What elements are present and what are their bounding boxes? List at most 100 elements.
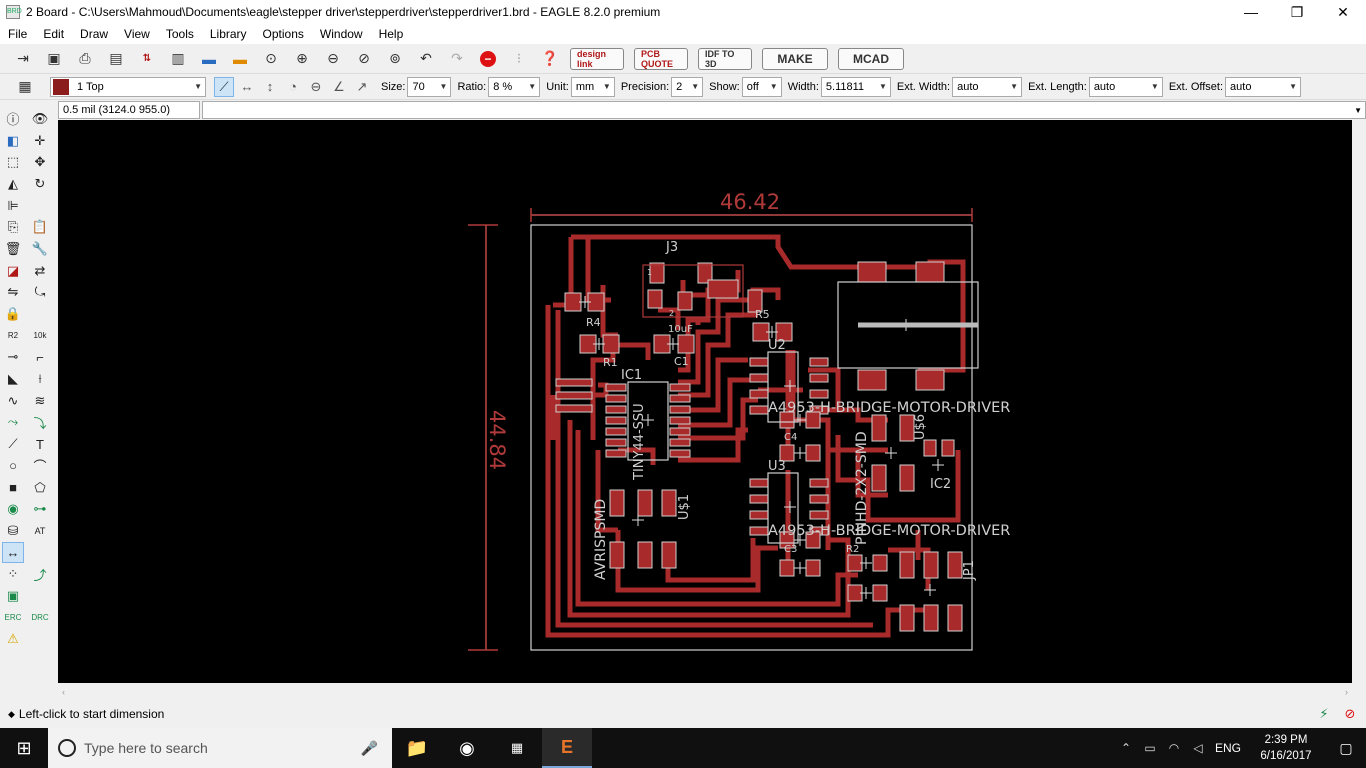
minimize-button[interactable]: — [1244,4,1258,20]
replace-icon[interactable]: ⇄ [34,262,46,278]
rectangle-icon[interactable]: ■ [9,480,17,496]
cam-icon[interactable]: ▤ [109,50,123,66]
maximize-button[interactable]: ❐ [1290,3,1304,20]
redo-icon[interactable]: ↷ [451,50,463,66]
zoom-fit-icon[interactable]: ⊙ [265,50,277,66]
tray-expand-icon[interactable]: ⌃ [1120,741,1132,755]
clock[interactable]: 2:39 PM 6/16/2017 [1246,732,1326,764]
notification-icon[interactable]: ▢ [1339,739,1353,756]
ulp-icon[interactable]: ▬ [233,50,247,67]
ratsnest-icon[interactable]: ⛁ [7,522,19,538]
zoom-in-icon[interactable]: ⊕ [296,50,308,66]
undo-icon[interactable]: ↶ [420,50,432,66]
paste-icon[interactable]: 📋 [31,219,49,235]
meander-icon[interactable]: ∿ [7,392,19,408]
volume-icon[interactable]: ◁ [1193,741,1203,755]
width-select[interactable]: 5.11811▼ [820,76,891,97]
menu-view[interactable]: View [124,27,150,41]
chrome-icon[interactable]: ◉ [459,737,475,758]
ripup-icon[interactable]: ⌐ [36,349,44,365]
layer-select[interactable]: 1 Top ▼ [50,76,206,97]
show-eye-icon[interactable]: 👁 [31,110,49,126]
file-explorer-icon[interactable]: 📁 [405,737,429,758]
arc-icon[interactable]: ⌒ [33,459,47,475]
menu-help[interactable]: Help [378,27,404,41]
dimension-angle-icon[interactable]: ∠ [333,78,345,94]
dimension-tool-icon[interactable]: ↔ [2,541,24,564]
open-icon[interactable]: ⇥ [17,50,29,66]
diff-pair-icon[interactable]: ≋ [34,392,46,408]
wifi-icon[interactable]: ◠ [1168,741,1180,755]
microphone-icon[interactable]: 🎤 [360,739,378,756]
windows-start-icon[interactable]: ⊞ [16,737,32,758]
horizontal-scrollbar[interactable]: ‹ › [58,683,1352,700]
name-icon[interactable]: R2 [7,331,19,341]
dimension-radius-icon[interactable]: ◔ [289,79,297,94]
ratio-select[interactable]: 8 %▼ [488,76,541,97]
signal-icon[interactable]: ⊶ [33,501,47,517]
rotate-icon[interactable]: ↻ [34,175,46,191]
autorouter-icon[interactable]: ⤳ [7,414,19,430]
board-canvas[interactable]: J3 R4 R1 R5 C1 10uF IC1 TINY44-SSU U$1 U… [58,120,1352,683]
miter-icon[interactable]: ◣ [8,371,18,387]
ext-offset-select[interactable]: auto▼ [1225,76,1302,97]
smash-icon[interactable]: ⤿ [34,284,46,300]
dimension-vertical-icon[interactable]: ↕ [266,79,274,94]
script-icon[interactable]: ▬ [202,50,216,67]
circle-icon[interactable]: ○ [9,458,17,474]
eagle-taskbar-icon[interactable]: E [542,728,592,768]
ext-width-select[interactable]: auto▼ [952,76,1023,97]
battery-icon[interactable]: ▭ [1144,741,1156,755]
move-icon[interactable]: ✥ [34,154,46,170]
idf-to-3d-button[interactable]: IDF TO 3D [698,47,752,70]
split-icon[interactable]: ⇋ [7,284,19,300]
polygon-icon[interactable]: ⬠ [34,479,46,495]
optimize-icon[interactable]: ⟊ [38,371,42,387]
zoom-select-icon[interactable]: ⊚ [389,50,401,66]
drc-icon[interactable]: DRC [31,613,49,623]
dimension-horizontal-icon[interactable]: ↔ [240,79,254,94]
menu-library[interactable]: Library [209,27,247,41]
add-part-icon[interactable]: ◪ [6,262,20,278]
stop-icon[interactable]: − [477,48,499,70]
zoom-redraw-icon[interactable]: ⊘ [358,50,370,66]
unit-select[interactable]: mm▼ [570,76,615,97]
menu-draw[interactable]: Draw [80,27,109,41]
info-icon[interactable]: ⓘ [6,112,20,128]
ext-length-select[interactable]: auto▼ [1088,76,1163,97]
pcb-quote-button[interactable]: PCB QUOTE [634,47,688,70]
library-icon[interactable]: ▥ [171,50,185,66]
zoom-out-icon[interactable]: ⊖ [327,50,339,66]
sch-brd-switch-icon[interactable]: ⇅ [142,53,152,64]
wrench-icon[interactable]: 🔧 [31,240,49,256]
dimension-leader-icon[interactable]: ↗ [356,78,368,94]
scroll-right-icon[interactable]: › [1345,686,1348,697]
design-link-button[interactable]: design link [570,47,624,70]
scroll-left-icon[interactable]: ‹ [62,686,65,697]
attribute-icon[interactable]: AT [34,525,46,536]
erc-icon[interactable]: ERC [4,613,22,623]
language-indicator[interactable]: ENG [1214,741,1241,755]
menu-tools[interactable]: Tools [165,27,194,41]
mirror-icon[interactable]: ◭ [8,175,18,191]
stop-command-icon[interactable]: ⊘ [1344,706,1356,721]
size-select[interactable]: 70▼ [407,76,452,97]
grid-icon[interactable]: ▦ [18,78,32,94]
line-icon[interactable]: ⟋ [8,436,18,452]
route-icon[interactable]: ⊸ [7,349,19,365]
go-icon[interactable]: ⁝ [516,50,522,66]
text-icon[interactable]: T [36,436,44,452]
manual-route-icon[interactable]: ⤴ [33,567,47,583]
warning-icon[interactable]: ⚠ [7,631,19,647]
print-icon[interactable]: ⎙ [79,50,91,66]
command-input[interactable]: ▼ [202,101,1366,119]
via-icon[interactable]: ◉ [7,501,19,517]
menu-file[interactable]: File [8,27,28,41]
display-layers-icon[interactable]: ◧ [6,132,20,148]
vertical-scrollbar[interactable] [1352,120,1366,683]
precision-select[interactable]: 2▼ [671,76,704,97]
show-select[interactable]: off▼ [741,76,782,97]
group-icon[interactable]: ⬚ [6,154,20,170]
hole-icon[interactable]: ⁘ [7,566,19,582]
lock-icon[interactable]: 🔒 [4,306,22,322]
